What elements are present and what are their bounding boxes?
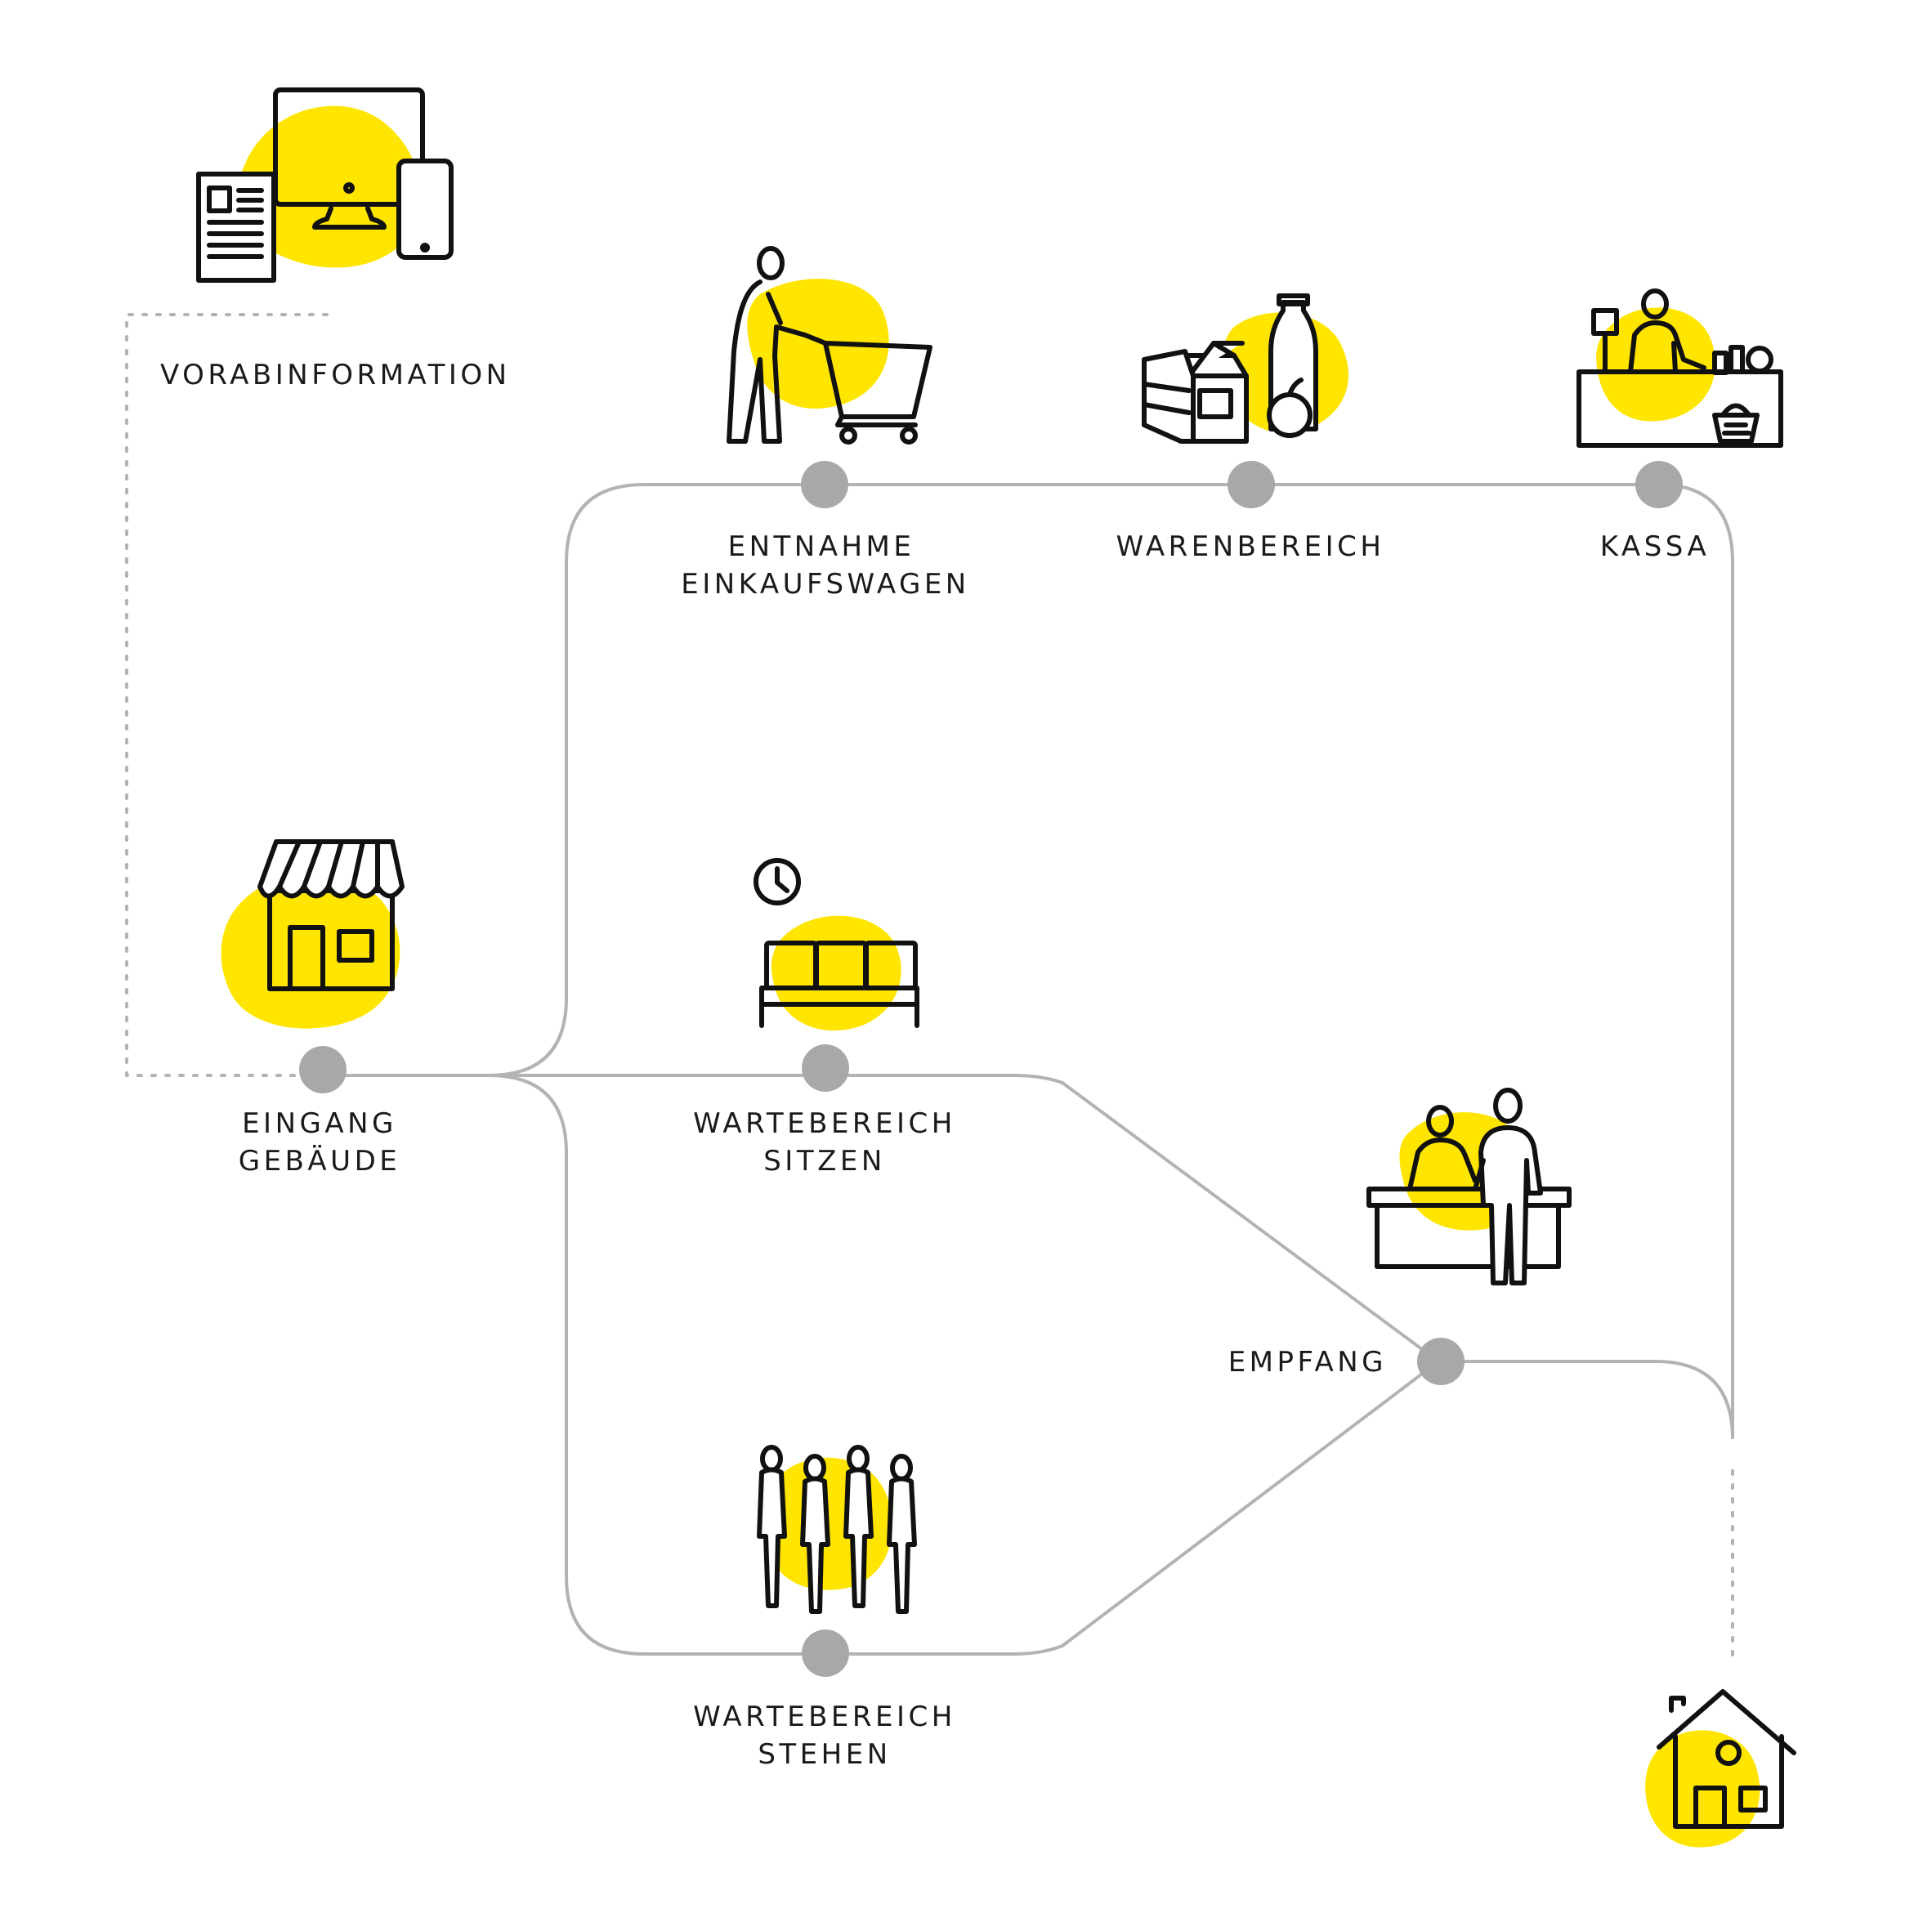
- node-eingang: [299, 1046, 347, 1093]
- node-wartebereich-stehen: [802, 1629, 849, 1677]
- connector-paths: [125, 313, 1734, 1661]
- dotted-path-vorabinformation: [125, 313, 329, 1077]
- labels: VORABINFORMATION EINGANG GEBÄUDE ENTNAHM…: [160, 359, 1711, 1771]
- label-sitzen-line2: SITZEN: [763, 1145, 886, 1178]
- store-icon: [221, 839, 405, 1029]
- devices-icon: [196, 87, 454, 283]
- node-warenbereich: [1228, 461, 1275, 508]
- path-eingang-to-stehen: [488, 1074, 1440, 1656]
- groceries-icon: [1142, 293, 1349, 444]
- node-entnahme: [801, 461, 848, 508]
- label-stehen-line1: WARTEBEREICH: [693, 1701, 956, 1733]
- shopping-cart-person-icon: [727, 246, 932, 445]
- label-entnahme-line2: EINKAUFSWAGEN: [681, 568, 970, 601]
- path-eingang-to-upper-loop: [323, 483, 1734, 1438]
- label-kassa: KASSA: [1600, 530, 1711, 563]
- label-sitzen-line1: WARTEBEREICH: [693, 1107, 956, 1140]
- standing-queue-icon: [757, 1445, 917, 1614]
- label-eingang-line1: EINGANG: [242, 1107, 397, 1140]
- cashier-icon: [1576, 288, 1783, 448]
- reception-desk-icon: [1366, 1088, 1572, 1285]
- node-kassa: [1635, 461, 1683, 508]
- label-eingang-line2: GEBÄUDE: [239, 1145, 400, 1178]
- label-empfang: EMPFANG: [1228, 1346, 1387, 1379]
- node-empfang: [1417, 1338, 1465, 1385]
- node-wartebereich-sitzen: [802, 1044, 849, 1092]
- home-icon: [1645, 1689, 1796, 1848]
- label-stehen-line2: STEHEN: [758, 1738, 891, 1771]
- path-empfang-to-exit: [1438, 1360, 1734, 1440]
- nodes: [299, 461, 1683, 1677]
- label-vorabinformation: VORABINFORMATION: [160, 359, 511, 391]
- label-entnahme-line1: ENTNAHME: [728, 530, 915, 563]
- waiting-seats-clock-icon: [754, 858, 919, 1031]
- label-warenbereich: WARENBEREICH: [1116, 530, 1385, 563]
- path-eingang-to-sitzen: [323, 1074, 1440, 1363]
